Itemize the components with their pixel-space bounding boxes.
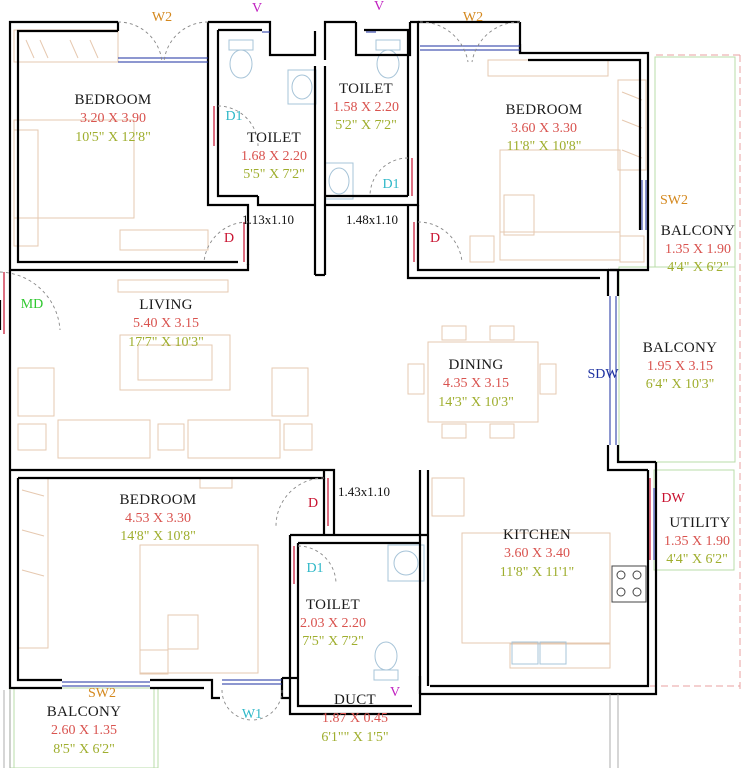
passage-dimension: 1.13x1.10 [242, 212, 294, 227]
window-tag-w2: W2 [151, 10, 173, 25]
room-name: BALCONY [46, 704, 122, 720]
passage-dimension: 1.48x1.10 [346, 212, 398, 227]
sliding-window-tag: SW2 [660, 193, 688, 208]
room-size-imperial: 7'5" X 7'2" [302, 634, 364, 649]
room-size-imperial: 14'3" X 10'3" [438, 395, 514, 410]
room-name: BEDROOM [74, 92, 152, 108]
room-size-imperial: 10'5" X 12'8" [75, 130, 151, 145]
ventilator-tag: V [251, 1, 263, 16]
room-name: UTILITY [669, 515, 731, 531]
room-size-imperial: 6'4" X 10'3" [645, 377, 715, 392]
room-size-metric: 2.60 X 1.35 [50, 723, 118, 738]
room-size-imperial: 4'4" X 6'2" [666, 552, 728, 567]
room-size-metric: 1.87 X 0.45 [321, 711, 389, 726]
room-name: TOILET [305, 597, 361, 613]
room-name: BALCONY [660, 223, 736, 239]
room-size-metric: 1.58 X 2.20 [332, 100, 400, 115]
sliding-window-tag: SW2 [88, 686, 116, 701]
ventilator-tag: V [373, 0, 385, 14]
door-swings [0, 21, 521, 721]
room-name: BEDROOM [119, 492, 197, 508]
room-name: BALCONY [642, 340, 718, 356]
room-name: BEDROOM [505, 102, 583, 118]
window-tag-w1: W1 [241, 707, 263, 722]
door-tag-dw: DW [661, 491, 685, 506]
room-size-metric: 4.35 X 3.15 [442, 376, 510, 391]
balcony-parapets [9, 56, 736, 768]
sliding-door-tag: SDW [587, 367, 619, 382]
room-size-metric: 5.40 X 3.15 [132, 316, 200, 331]
ventilator-tag: V [389, 685, 401, 700]
room-size-imperial: 17'7" X 10'3" [128, 335, 204, 350]
room-name: KITCHEN [503, 527, 571, 543]
room-name: TOILET [338, 81, 394, 97]
main-door-tag: MD [20, 297, 44, 312]
left-return-wall [3, 690, 619, 768]
walls [0, 20, 658, 716]
door-tag-d: D [429, 231, 441, 246]
door-tag-d1: D1 [306, 561, 324, 576]
room-size-imperial: 5'2" X 7'2" [335, 118, 397, 133]
room-size-metric: 2.03 X 2.20 [299, 616, 367, 631]
door-tag-d: D [307, 496, 319, 511]
room-size-metric: 1.95 X 3.15 [646, 359, 714, 374]
windows [62, 31, 655, 687]
room-size-metric: 1.35 X 1.90 [664, 242, 732, 257]
room-size-metric: 3.60 X 3.30 [510, 121, 578, 136]
furniture [13, 29, 647, 675]
fixtures [228, 39, 425, 681]
kitchen-fixtures [511, 565, 647, 665]
door-tag-d1: D1 [382, 177, 400, 192]
room-size-imperial: 6'1"" X 1'5" [321, 730, 389, 745]
room-size-imperial: 11'8" X 10'8" [506, 139, 582, 154]
room-name: TOILET [246, 130, 302, 146]
room-size-metric: 1.68 X 2.20 [240, 149, 308, 164]
room-name: DINING [448, 357, 504, 373]
door-tag-d1: D1 [225, 109, 243, 124]
room-size-imperial: 8'5" X 6'2" [53, 742, 115, 757]
room-size-imperial: 14'8" X 10'8" [120, 529, 196, 544]
room-size-imperial: 5'5" X 7'2" [243, 167, 305, 182]
passage-dimension: 1.43x1.10 [338, 484, 390, 499]
door-tag-d: D [223, 231, 235, 246]
room-name: DUCT [333, 692, 377, 708]
window-tag-w2: W2 [462, 10, 484, 25]
door-leaves [3, 106, 651, 584]
room-size-metric: 4.53 X 3.30 [124, 511, 192, 526]
room-name: LIVING [139, 297, 193, 313]
room-size-imperial: 4'4" X 6'2" [667, 260, 729, 275]
room-size-metric: 3.20 X 3.90 [79, 111, 147, 126]
room-size-imperial: 11'8" X 11'1" [499, 565, 575, 580]
room-size-metric: 1.35 X 1.90 [663, 534, 731, 549]
room-size-metric: 3.60 X 3.40 [503, 546, 571, 561]
